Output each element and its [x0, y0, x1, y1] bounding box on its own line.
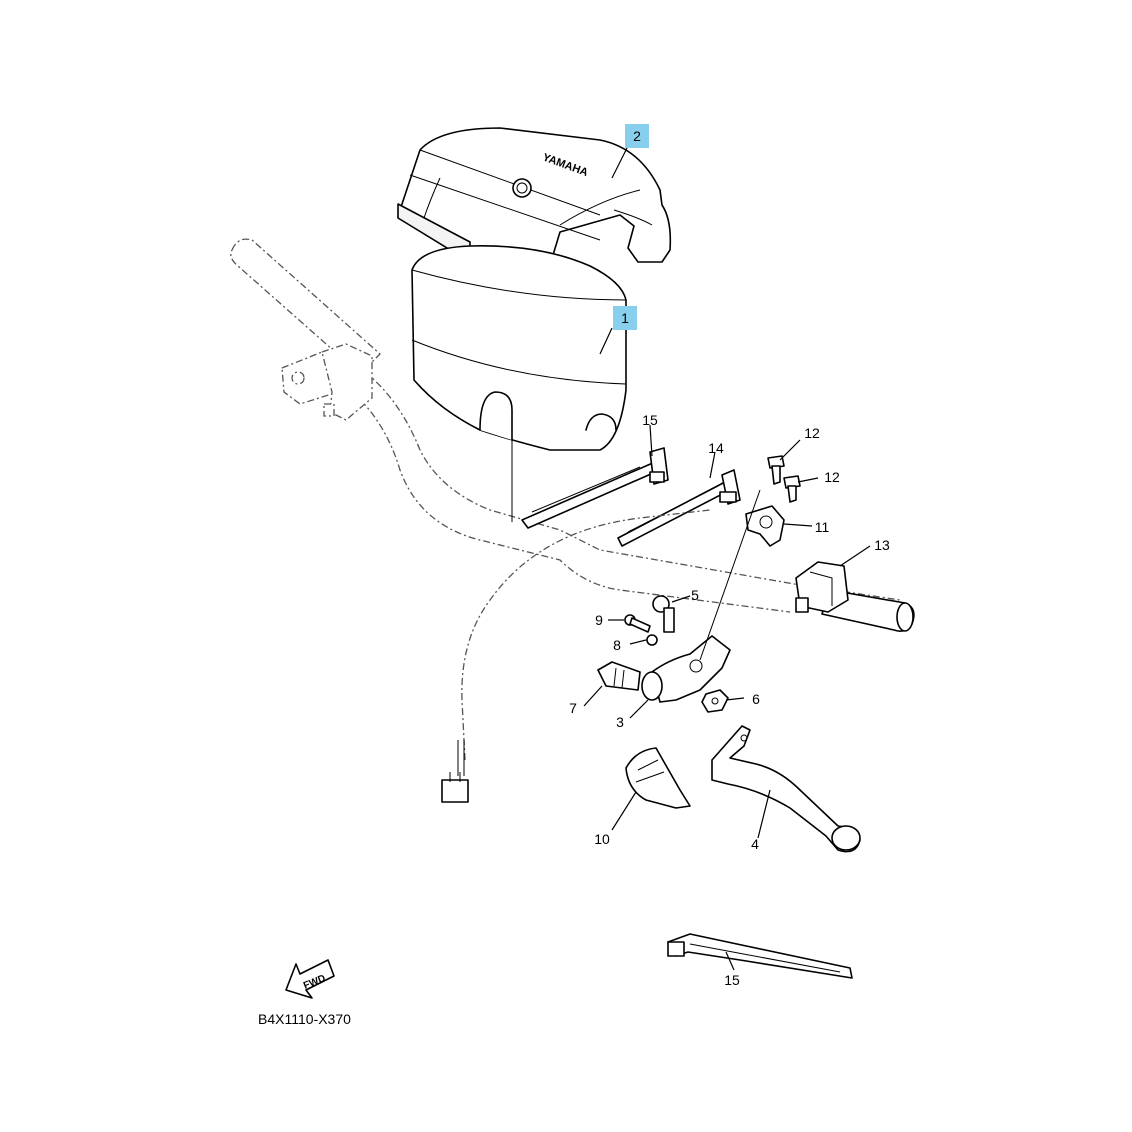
callout-6[interactable]: 6 [752, 691, 760, 707]
washer-8 [646, 634, 658, 646]
callout-14[interactable]: 14 [708, 440, 724, 456]
callout-15-upper[interactable]: 15 [642, 412, 658, 428]
wire-harness [441, 509, 711, 803]
diagram-code: B4X1110-X370 [258, 1011, 351, 1027]
callout-1-highlight [613, 306, 637, 330]
screw-9 [624, 614, 651, 633]
cable-tie-15-lower [667, 933, 853, 979]
callout-3[interactable]: 3 [616, 714, 624, 730]
cable-tie-14 [617, 469, 741, 547]
handlebar-phantom [230, 238, 915, 632]
cable-tie-15-upper [521, 447, 669, 529]
switch-13 [795, 561, 849, 613]
callout-4[interactable]: 4 [751, 836, 759, 852]
callout-10[interactable]: 10 [594, 831, 610, 847]
pivot-bolt-5 [652, 595, 675, 633]
callout-11[interactable]: 11 [815, 519, 830, 535]
clutch-lever-4 [711, 725, 861, 853]
fwd-arrow-icon: FWD [285, 959, 335, 999]
bolt-12-b [783, 475, 801, 503]
callout-9[interactable]: 9 [595, 612, 603, 628]
callout-5[interactable]: 5 [691, 587, 699, 603]
clamp-11 [745, 505, 785, 547]
lever-boot-10 [625, 747, 691, 809]
callout-1[interactable]: 1 [621, 310, 629, 326]
adjuster-7 [597, 661, 641, 691]
callout-13[interactable]: 13 [874, 537, 890, 553]
bolt-12-a [767, 455, 785, 485]
callout-2-highlight [625, 124, 649, 148]
callout-12-b[interactable]: 12 [824, 469, 840, 485]
callout-12-a[interactable]: 12 [804, 425, 820, 441]
callouts: 2 1 15 14 12 12 11 13 5 9 8 7 3 6 10 4 1… [569, 124, 890, 988]
callout-15-lower[interactable]: 15 [724, 972, 740, 988]
nut-6 [701, 689, 729, 713]
lever-bracket-3 [641, 489, 761, 703]
leader-lines [583, 145, 871, 971]
callout-7[interactable]: 7 [569, 700, 577, 716]
callout-2[interactable]: 2 [633, 128, 641, 144]
callout-8[interactable]: 8 [613, 637, 621, 653]
handlebar-pad [411, 245, 627, 522]
